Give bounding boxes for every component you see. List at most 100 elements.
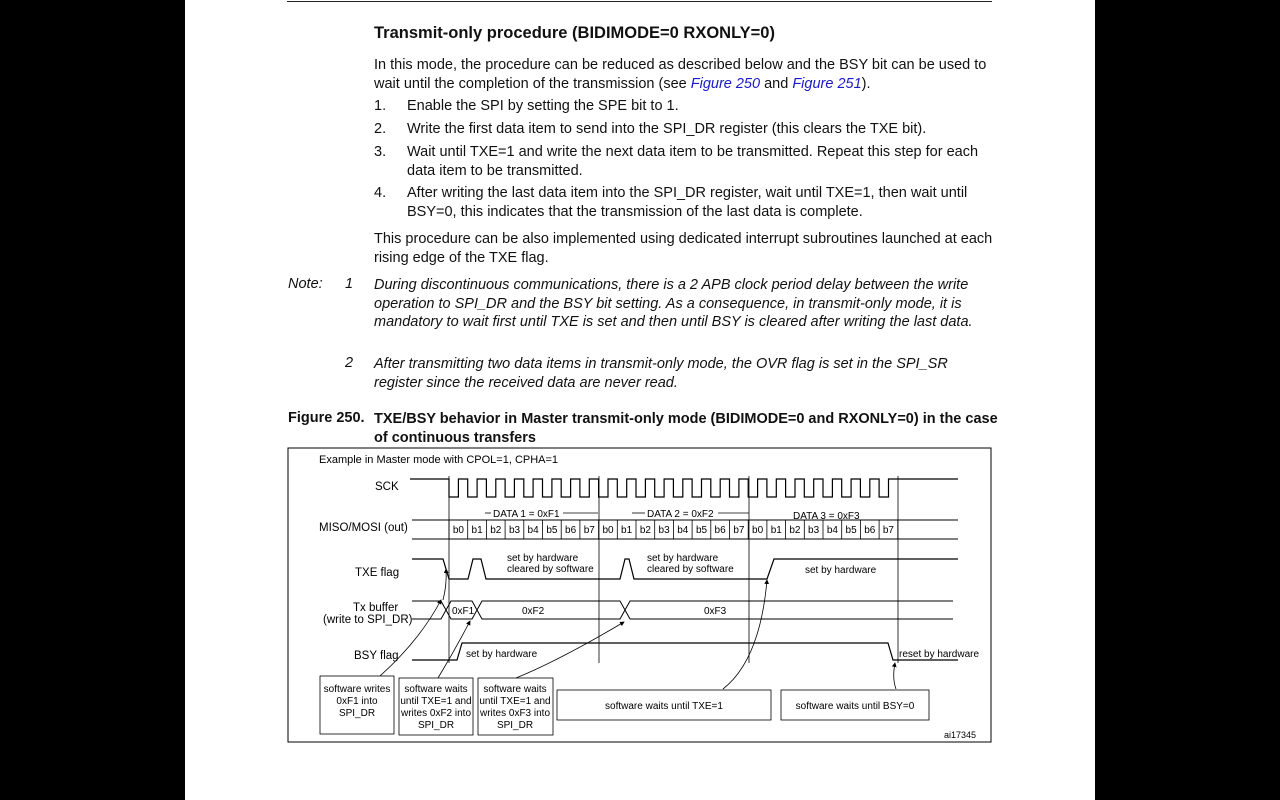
bit-label: b4: [528, 525, 540, 536]
bsy-flag-label: BSY flag: [354, 650, 399, 662]
arrow: [442, 568, 449, 601]
bit-label: b5: [696, 525, 708, 536]
bit-label: b1: [621, 525, 633, 536]
bit-label: b4: [677, 525, 689, 536]
txe-waveform: [412, 558, 958, 580]
sck-waveform: [410, 478, 958, 498]
sck-label: SCK: [375, 481, 399, 493]
bsy-note: set by hardware: [466, 649, 538, 660]
box-text: software writes: [324, 684, 391, 695]
bit-label: b4: [827, 525, 839, 536]
bit-label: b7: [584, 525, 596, 536]
txe-note: set by hardware: [507, 553, 579, 564]
example-caption: Example in Master mode with CPOL=1, CPHA…: [319, 454, 558, 466]
buffer-value: 0xF3: [704, 606, 727, 617]
step-number: 4.: [374, 185, 387, 201]
data3-header: DATA 3 = 0xF3: [793, 511, 860, 522]
bit-label: b0: [453, 525, 465, 536]
section-title: Transmit-only procedure (BIDIMODE=0 RXON…: [374, 24, 775, 42]
bit-label: b6: [864, 525, 876, 536]
bit-label: b7: [733, 525, 745, 536]
step-text: After writing the last data item into th…: [407, 185, 968, 220]
note-text: During discontinuous communications, the…: [374, 277, 973, 330]
note-label: Note:: [288, 276, 323, 292]
txe-note: set by hardware: [805, 565, 877, 576]
annotation-box: [319, 675, 395, 735]
bit-label: b6: [565, 525, 577, 536]
box-text: software waits: [483, 684, 546, 695]
bsy-waveform: [412, 642, 958, 661]
figure-250-link[interactable]: Figure 250: [690, 75, 761, 92]
tx-buffer-sublabel: (write to SPI_DR): [323, 614, 413, 626]
bit-label: b3: [509, 525, 521, 536]
txe-note: cleared by software: [507, 564, 594, 575]
miso-mosi-label: MISO/MOSI (out): [319, 522, 408, 534]
box-text: until TXE=1 and: [479, 696, 550, 707]
box-text: SPI_DR: [418, 720, 454, 731]
arrow: [515, 621, 625, 679]
bit-label: b2: [490, 525, 502, 536]
buffer-value: 0xF1: [452, 606, 475, 617]
top-rule: [287, 1, 992, 2]
buffer-value: 0xF2: [522, 606, 545, 617]
annotation-box: [780, 689, 930, 721]
arrow: [722, 579, 770, 690]
bit-label: b0: [752, 525, 764, 536]
bit-label: b1: [771, 525, 783, 536]
bit-label: b3: [659, 525, 671, 536]
note-text: After transmitting two data items in tra…: [374, 356, 948, 391]
intro-text-mid: and: [760, 75, 793, 92]
txe-note: set by hardware: [647, 553, 719, 564]
data1-header: DATA 1 = 0xF1: [493, 509, 560, 520]
bit-label: b3: [808, 525, 820, 536]
step-text: Write the first data item to send into t…: [407, 121, 927, 137]
box-text: writes 0xF2 into: [400, 708, 471, 719]
figure-title: TXE/BSY behavior in Master transmit-only…: [374, 411, 998, 446]
figure-label: Figure 250.: [288, 410, 365, 426]
box-text: until TXE=1 and: [400, 696, 471, 707]
annotation-box: [477, 677, 554, 736]
step-number: 3.: [374, 144, 387, 160]
arrow: [379, 599, 442, 677]
intro-text-before: In this mode, the procedure can be reduc…: [374, 57, 987, 92]
box-text: software waits until TXE=1: [605, 701, 723, 712]
bit-label: b6: [715, 525, 727, 536]
box-text: SPI_DR: [339, 708, 375, 719]
bit-label: b1: [472, 525, 484, 536]
txe-flag-label: TXE flag: [355, 567, 399, 579]
arrow: [891, 662, 897, 690]
tx-buffer-label: Tx buffer: [353, 602, 398, 614]
step-number: 1.: [374, 98, 387, 114]
note-number: 2: [345, 355, 354, 371]
tx-buffer-f2: [476, 600, 626, 620]
step-text: Enable the SPI by setting the SPE bit to…: [407, 98, 679, 114]
bit-label: b7: [883, 525, 895, 536]
figure-251-link[interactable]: Figure 251: [792, 75, 862, 92]
bit-label: b5: [846, 525, 858, 536]
bsy-note: reset by hardware: [899, 649, 979, 660]
bit-label: b5: [546, 525, 558, 536]
tx-buffer-idle: [412, 600, 447, 620]
box-text: SPI_DR: [497, 720, 533, 731]
bit-label: b2: [640, 525, 652, 536]
figure-reference: ai17345: [944, 730, 976, 740]
step-text: Wait until TXE=1 and write the next data…: [407, 144, 979, 179]
intro-text-after: ).: [861, 75, 871, 92]
annotation-box: [398, 677, 474, 736]
tx-buffer-f3: [624, 600, 953, 620]
txe-note: cleared by software: [647, 564, 734, 575]
box-text: 0xF1 into: [336, 696, 378, 707]
interrupt-paragraph: This procedure can be also implemented u…: [374, 231, 993, 266]
note-number: 1: [345, 276, 354, 292]
box-text: software waits until BSY=0: [796, 701, 915, 712]
arrow: [437, 620, 471, 679]
step-number: 2.: [374, 121, 387, 137]
figure-frame: [287, 447, 992, 743]
bit-label: b2: [789, 525, 801, 536]
annotation-box: [556, 689, 772, 721]
document-page: [185, 0, 1095, 800]
box-text: software waits: [404, 684, 467, 695]
box-text: writes 0xF3 into: [479, 708, 550, 719]
